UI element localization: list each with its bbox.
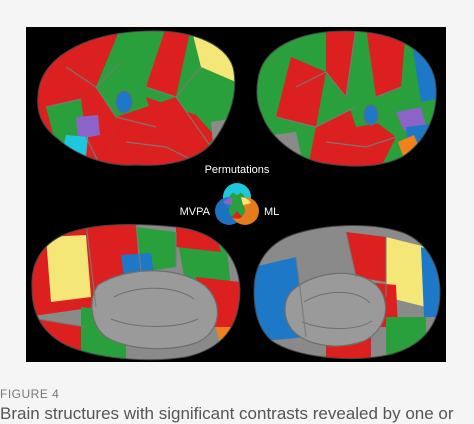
- legend-title: Permutations: [205, 164, 270, 176]
- left-lateral-hemisphere: [37, 30, 236, 166]
- figure-caption: Brain structures with significant contra…: [0, 404, 454, 423]
- figure-label: FIGURE 4: [0, 387, 60, 401]
- left-medial-hemisphere: [31, 224, 241, 361]
- venn-legend: Permutations MVPA ML: [180, 164, 279, 225]
- right-lateral-hemisphere: [256, 30, 437, 167]
- legend-ml-label: ML: [264, 206, 279, 218]
- legend-mvpa-label: MVPA: [180, 206, 211, 218]
- brain-figure-panel: Permutations MVPA ML: [26, 27, 446, 362]
- right-medial-hemisphere: [253, 225, 441, 359]
